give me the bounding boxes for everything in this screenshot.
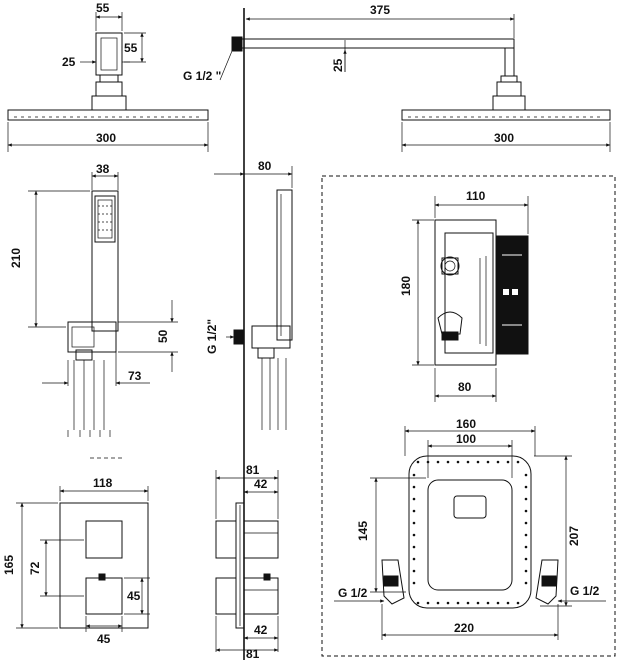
mounting-plate	[334, 426, 606, 640]
dim-mixer-height: 165	[2, 555, 16, 575]
dim-knob-height: 45	[127, 589, 141, 603]
dim-plate-outer: 160	[456, 417, 476, 431]
dim-hand-length: 210	[9, 248, 23, 268]
dim-side-knob-top: 42	[254, 477, 268, 491]
dim-conn-right: G 1/2	[570, 584, 600, 598]
dim-side-knob-bot: 42	[254, 623, 268, 637]
dim-hand-width: 38	[96, 162, 110, 176]
dim-box-width: 110	[466, 189, 486, 203]
dim-plate-inner: 100	[456, 432, 476, 446]
dim-plate-h-outer: 207	[567, 526, 581, 546]
dim-mixer-width: 118	[93, 476, 113, 490]
dim-holder-depth: 73	[128, 369, 142, 383]
dim-top-cap-h: 55	[124, 41, 138, 55]
concealed-box-body	[412, 196, 529, 402]
dim-side-depth-bot: 81	[246, 647, 260, 660]
dim-side-thread: G 1/2"	[205, 319, 219, 354]
mixer-side	[215, 470, 279, 652]
dim-arm-length: 375	[370, 3, 390, 17]
dim-holder-height: 50	[156, 329, 170, 343]
dim-top-head-w: 300	[96, 131, 116, 145]
dim-wall-offset: 80	[258, 159, 272, 173]
dim-conn-left: G 1/2	[338, 586, 368, 600]
hand-shower-front	[28, 172, 178, 437]
dim-box-depth: 80	[458, 380, 472, 394]
dim-mixer-offset: 72	[28, 561, 42, 575]
dim-plate-h-inner: 145	[356, 521, 370, 541]
mixer-front	[16, 457, 150, 632]
shower-arm-side-view	[219, 14, 611, 152]
dim-top-cap-w: 55	[96, 1, 110, 15]
dim-arm-drop: 25	[331, 58, 345, 72]
concealed-box-frame	[321, 175, 616, 657]
dim-top-thread: 25	[62, 55, 76, 69]
dim-side-head-w: 300	[494, 131, 514, 145]
dim-side-depth-top: 81	[246, 463, 260, 477]
dim-knob-width: 45	[97, 632, 111, 646]
dim-plate-base: 220	[454, 621, 474, 635]
dim-arm-thread: G 1/2 "	[183, 69, 221, 83]
hand-shower-side	[214, 166, 293, 430]
dim-box-height: 180	[399, 276, 413, 296]
ceiling-head-top-view	[7, 12, 209, 152]
